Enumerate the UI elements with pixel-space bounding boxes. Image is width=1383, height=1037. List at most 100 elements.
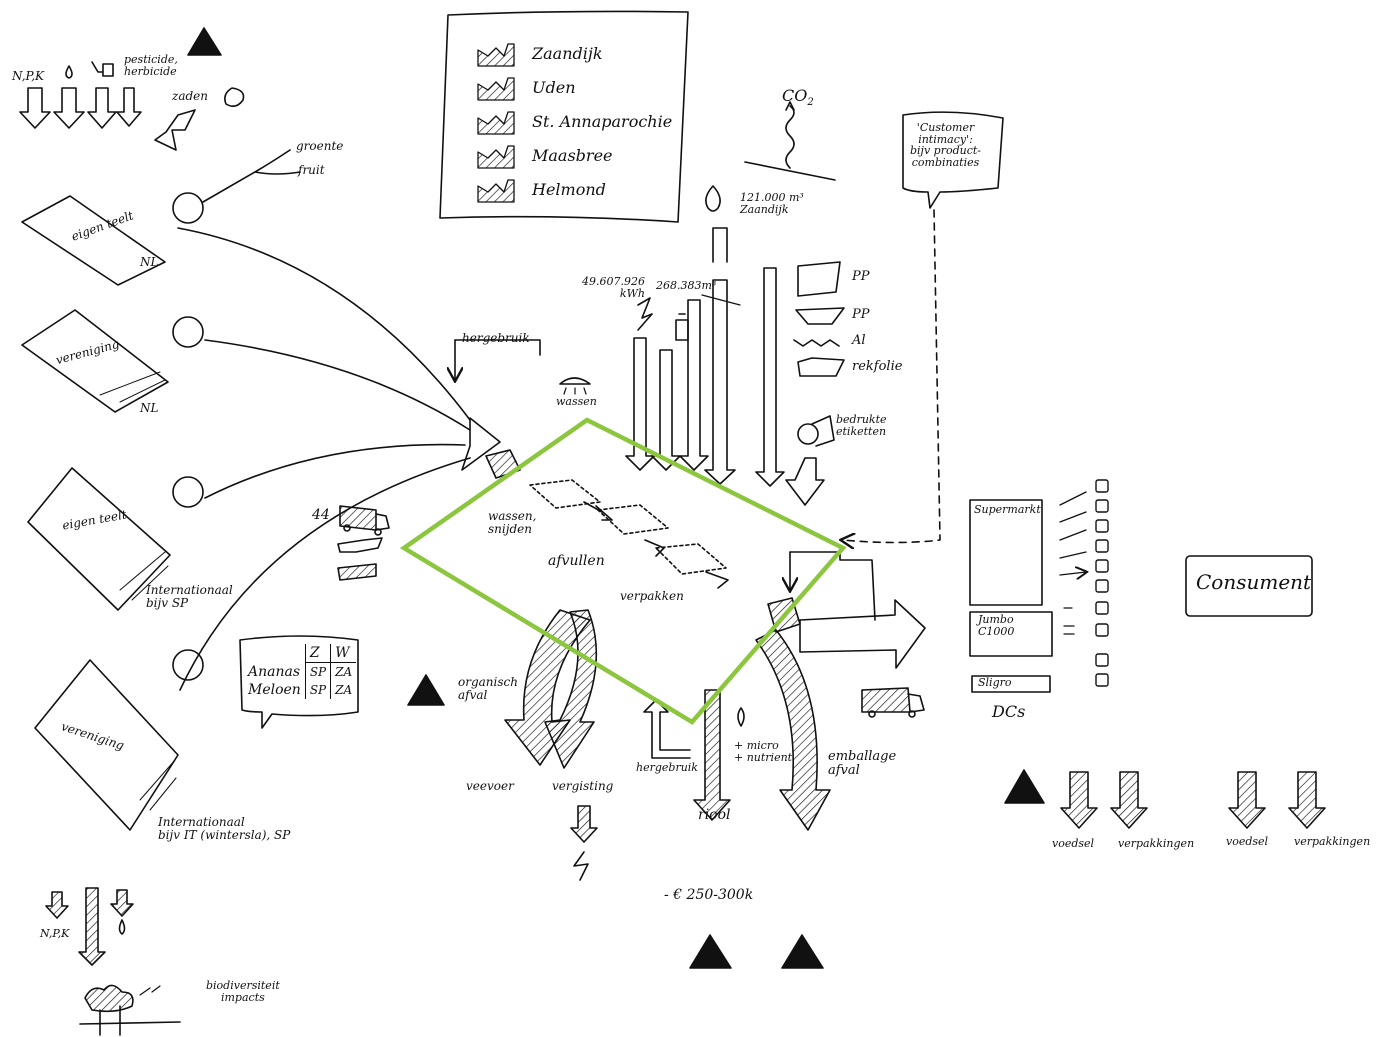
truck-count-label: 44 — [312, 507, 330, 523]
sligro-box — [971, 675, 1051, 693]
consumer-box — [1185, 555, 1313, 617]
label-roll-icon — [797, 423, 819, 445]
plant-1-label: Zaandijk — [532, 44, 603, 63]
supermarkt-box — [969, 499, 1043, 606]
feed-label: veevoer — [466, 779, 514, 793]
packaging-waste-arrow — [755, 629, 831, 831]
supermarket-label: Supermarkt — [974, 503, 1041, 516]
consumer-waste-1: voedsel — [1052, 837, 1095, 850]
field-vereniging-nl — [21, 309, 169, 413]
season-header-z: Z — [304, 644, 331, 663]
gas-bottle-icon — [675, 313, 689, 341]
source-4-region: Internationaal bijv IT (wintersla), SP — [158, 815, 291, 842]
field-vereniging-int — [34, 659, 179, 831]
water-usage-label: 121.000 m³ Zaandijk — [740, 191, 804, 216]
plant-2-label: Uden — [532, 78, 576, 97]
process-pack: verpakken — [620, 589, 684, 603]
source-2-region: NL — [140, 401, 159, 415]
packaging-waste-label: emballage afval — [828, 749, 897, 778]
jumbo-label: Jumbo C1000 — [978, 613, 1015, 638]
dcs-label: DCs — [992, 702, 1026, 721]
digestion-label: vergisting — [552, 779, 614, 793]
pesticide-box-icon — [102, 63, 114, 77]
pp-tub-icon — [797, 261, 841, 297]
water-drop-icon — [705, 185, 721, 212]
season-row-w: ZA — [330, 680, 357, 699]
consumer-label: Consument — [1196, 570, 1312, 594]
sewer-label: riool — [698, 807, 731, 823]
micro-nutrient-label: + micro + nutrient — [734, 739, 793, 764]
co2-emission-line — [785, 105, 795, 169]
organic-waste-label: organisch afval — [458, 675, 518, 702]
npk-label: N,P,K — [12, 69, 44, 83]
consumer-waste-3: voedsel — [1226, 835, 1269, 848]
packaging-1-label: PP — [852, 269, 870, 284]
packaging-3-label: Al — [852, 333, 866, 348]
store-squares — [1095, 479, 1109, 687]
season-table-bubble — [239, 635, 359, 729]
biodiversity-label: biodiversiteit impacts — [206, 979, 280, 1004]
season-row-w: ZA — [330, 662, 357, 681]
factory-icon — [477, 43, 515, 203]
sligro-label: Sligro — [978, 676, 1012, 689]
plant-4-label: Maasbree — [532, 146, 613, 165]
input-arrows — [19, 87, 196, 151]
customer-intimacy-bubble — [902, 111, 1004, 209]
sewer-arrow — [693, 689, 731, 821]
seed-bag-icon — [224, 87, 245, 108]
spray-icon — [91, 61, 103, 73]
customer-intimacy-text: 'Customer intimacy': bijv product- combi… — [910, 121, 982, 169]
process-fill: afvullen — [548, 553, 605, 569]
groente-label: groente — [296, 139, 344, 153]
rekfolie-icon — [797, 357, 845, 377]
gas-label: 268.383m³ — [656, 279, 717, 292]
consumer-waste-2: verpakkingen — [1118, 837, 1195, 850]
field-eigen-teelt-nl — [21, 195, 166, 286]
source-1-region: NL — [140, 255, 159, 269]
warning-icon — [187, 27, 1045, 969]
field-eigen-teelt-int — [27, 467, 171, 611]
water-drop-icon — [737, 707, 745, 727]
cost-label: - € 250-300k — [664, 887, 754, 903]
seeds-label: zaden — [172, 89, 208, 103]
source-3-region: Internationaal bijv SP — [146, 583, 233, 610]
wash-icon-label: wassen — [556, 395, 597, 408]
plant-5-label: Helmond — [532, 180, 606, 199]
season-row-z: SP — [304, 662, 331, 681]
organic-waste-arrow-right — [544, 609, 598, 769]
season-row-fruit: Meloen — [248, 681, 301, 698]
plants-legend-box — [439, 10, 689, 223]
season-header-w: W — [330, 644, 357, 663]
output-arrow — [799, 599, 926, 669]
truck-icon — [861, 687, 911, 713]
shower-icon — [559, 377, 591, 385]
packaging-2-label: PP — [852, 307, 870, 322]
fruit-label: fruit — [298, 163, 325, 177]
plane-icon — [337, 537, 383, 553]
recycled-bottom-label: hergebruik — [636, 761, 698, 774]
focus-highlight — [399, 417, 847, 725]
foil-icon — [793, 339, 840, 347]
consumer-waste-4: verpakkingen — [1294, 835, 1371, 848]
pesticide-label: pesticide, herbicide — [124, 53, 178, 78]
electricity-label: 49.607.926 kWh — [582, 275, 645, 300]
season-row-fruit: Ananas — [248, 663, 301, 680]
process-wash-cut: wassen, snijden — [488, 509, 537, 536]
lightning-icon — [573, 851, 589, 881]
farm-npk-label: N,P,K — [40, 927, 70, 940]
trees-icon — [84, 984, 134, 1013]
water-drop-icon — [65, 65, 73, 79]
printed-labels-label: bedrukte etiketten — [836, 413, 887, 438]
crate-icon — [485, 449, 521, 479]
ship-icon — [337, 563, 377, 581]
recycled-top-label: hergebruik — [462, 331, 530, 345]
season-row-z: SP — [304, 680, 331, 699]
packaging-4-label: rekfolie — [852, 359, 903, 374]
plant-3-label: St. Annaparochie — [532, 112, 673, 131]
jumbo-box — [969, 611, 1053, 657]
co2-label: CO2 — [782, 86, 814, 109]
convergence-arrowhead — [461, 417, 501, 471]
pp-tray-icon — [795, 307, 845, 325]
